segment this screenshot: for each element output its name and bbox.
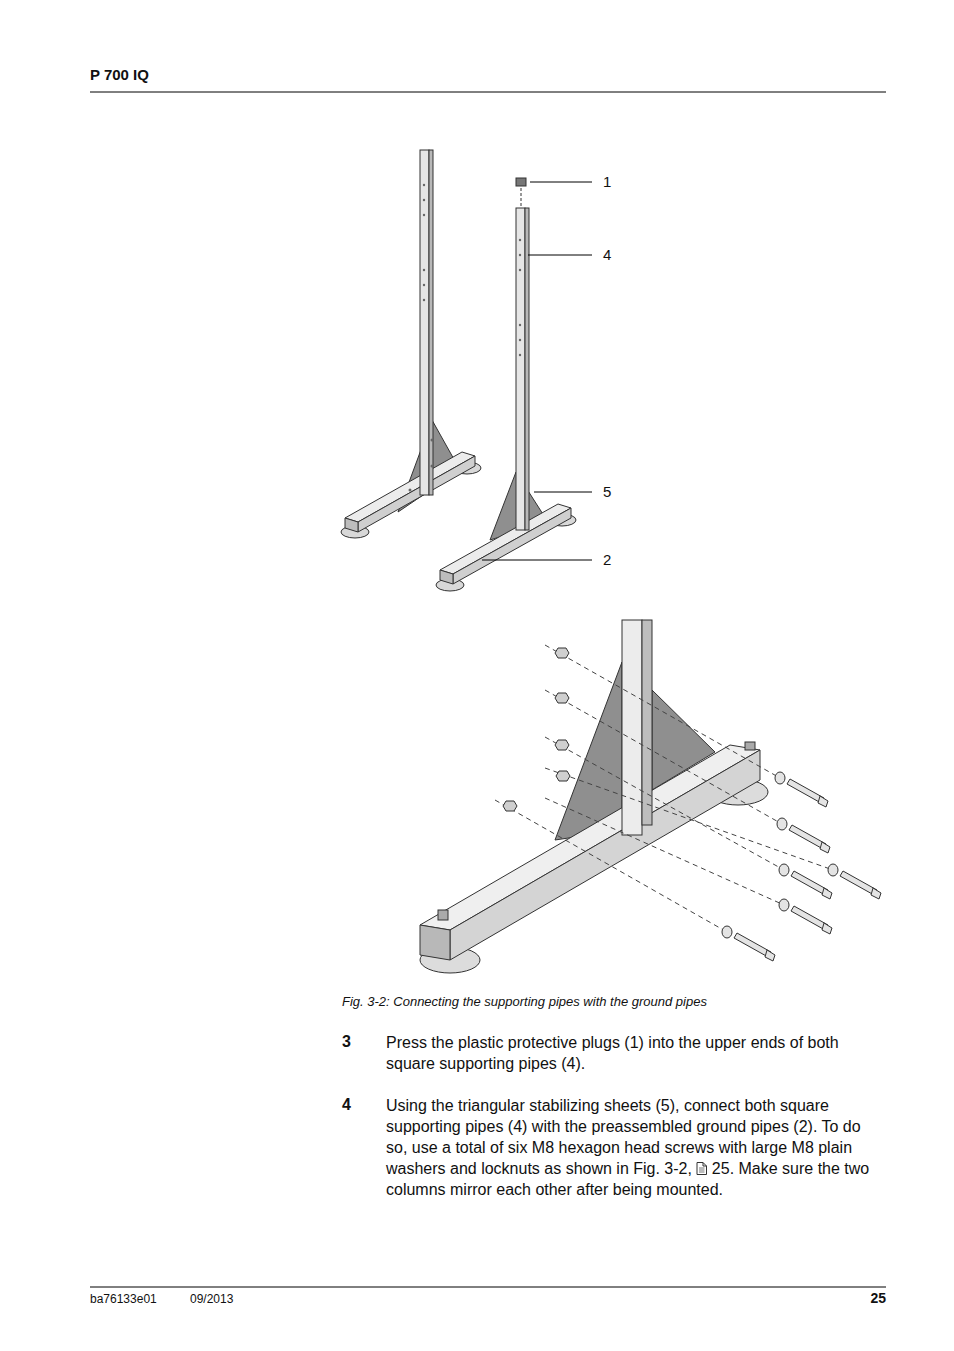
figure-caption: Fig. 3-2: Connecting the supporting pipe… bbox=[342, 994, 707, 1010]
page-reference-icon bbox=[696, 1162, 707, 1175]
step-number: 3 bbox=[342, 1032, 351, 1051]
callout-number: 4 bbox=[603, 246, 611, 264]
assembly-axes bbox=[495, 645, 833, 932]
document-id: ba76133e01 bbox=[90, 1292, 157, 1306]
right-column bbox=[436, 178, 576, 591]
protective-plug bbox=[516, 178, 526, 186]
callout-number: 1 bbox=[603, 173, 611, 191]
footer-rule bbox=[90, 1287, 886, 1288]
page-header: P 700 IQ bbox=[90, 66, 149, 84]
locknuts bbox=[503, 648, 570, 811]
page-number: 25 bbox=[870, 1290, 886, 1307]
callout-number: 2 bbox=[603, 551, 611, 569]
document-date: 09/2013 bbox=[190, 1292, 233, 1306]
step-text: Using the triangular stabilizing sheets … bbox=[386, 1095, 886, 1200]
leader-lines bbox=[482, 182, 592, 560]
screws-and-washers bbox=[722, 772, 881, 961]
left-column bbox=[341, 150, 481, 538]
callout-number: 5 bbox=[603, 483, 611, 501]
step-text: Press the plastic protective plugs (1) i… bbox=[386, 1032, 886, 1074]
step-number: 4 bbox=[342, 1095, 351, 1114]
header-rule bbox=[90, 92, 886, 93]
